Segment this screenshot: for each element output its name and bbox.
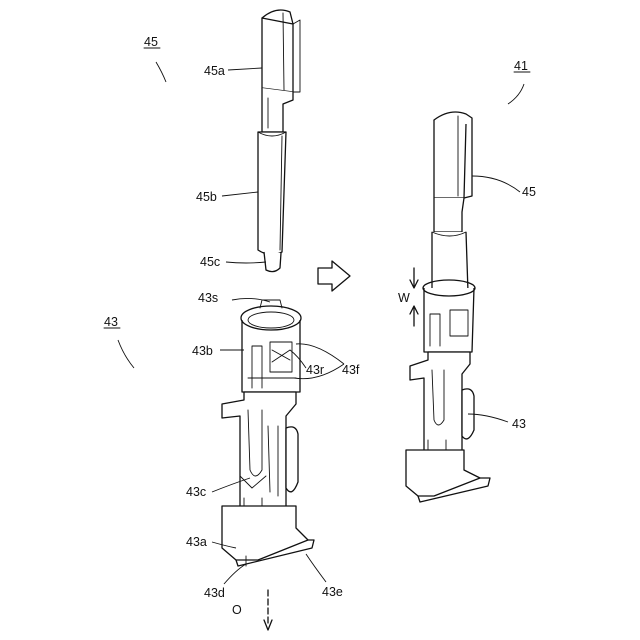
label-43c: 43c	[186, 485, 206, 499]
label-43b: 43b	[192, 344, 213, 358]
label-45a: 45a	[204, 64, 225, 78]
label-45b: 45b	[196, 190, 217, 204]
label-43r: 43r	[306, 363, 324, 377]
dimension-w	[410, 268, 418, 326]
assembly-41	[406, 112, 490, 502]
direction-o-arrow	[264, 590, 272, 630]
label-45: 45	[144, 35, 158, 49]
label-43: 43	[104, 315, 118, 329]
label-41: 41	[514, 59, 528, 73]
label-43a: 43a	[186, 535, 207, 549]
label-43f: 43f	[342, 363, 360, 377]
label-43-assembled: 43	[512, 417, 526, 431]
label-o: O	[232, 603, 242, 617]
transition-arrow	[318, 261, 350, 291]
label-45-assembled: 45	[522, 185, 536, 199]
pin-45	[258, 10, 300, 272]
label-43d: 43d	[204, 586, 225, 600]
label-w: W	[398, 291, 410, 305]
label-45c: 45c	[200, 255, 220, 269]
label-43s: 43s	[198, 291, 218, 305]
label-43e: 43e	[322, 585, 343, 599]
terminal-43	[222, 300, 314, 566]
